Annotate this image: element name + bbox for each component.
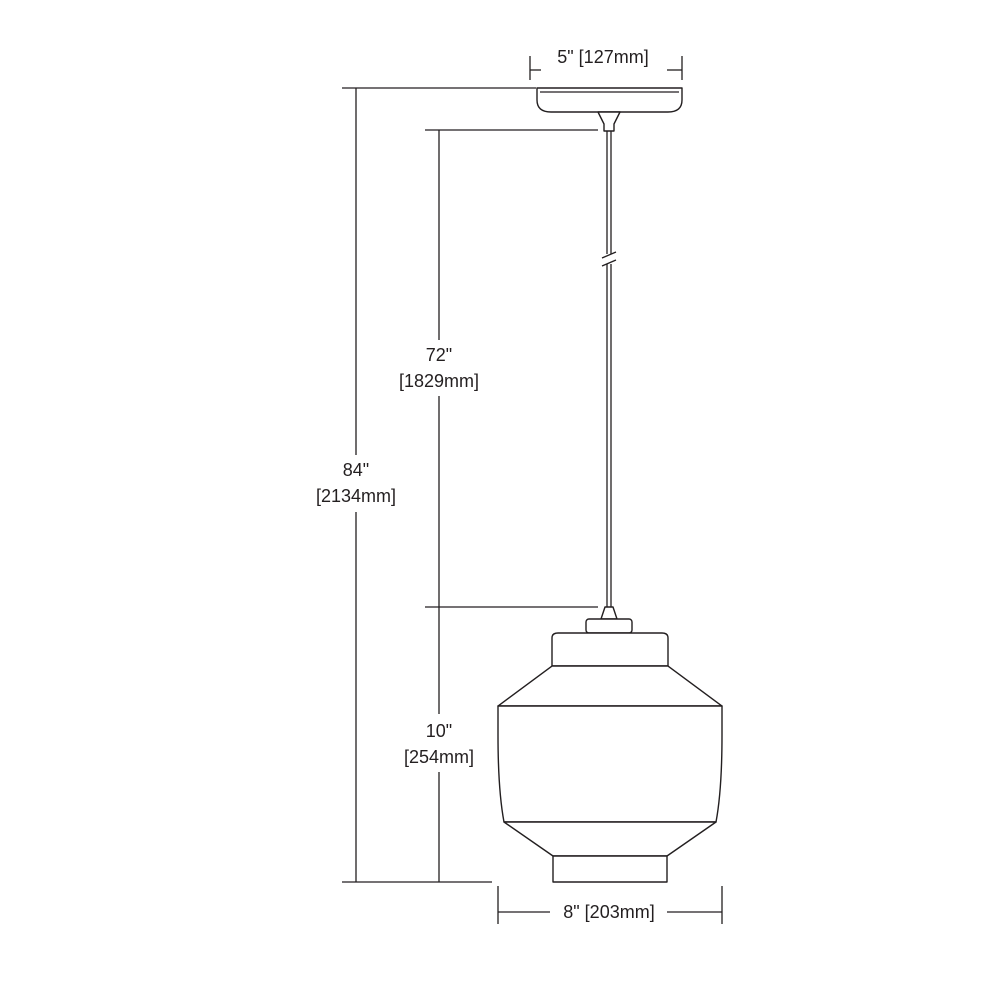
overall-height-dimension: 84" [2134mm] bbox=[316, 87, 536, 883]
shade-taper bbox=[503, 821, 717, 857]
overall-height-inches-label: 84" bbox=[343, 460, 369, 480]
cord-length-mm-label: [1829mm] bbox=[399, 371, 479, 391]
cord-length-dimension: 72" [1829mm] bbox=[399, 129, 598, 608]
shade-neck bbox=[551, 632, 669, 667]
shade-height-dimension: 10" [254mm] bbox=[404, 607, 474, 882]
pendant-fixture bbox=[497, 87, 723, 883]
shade-width-dimension: 8" [203mm] bbox=[497, 886, 723, 924]
overall-height-mm-label: [2134mm] bbox=[316, 486, 396, 506]
canopy-cord-grip bbox=[597, 111, 621, 132]
cord-break-mark-lower bbox=[601, 259, 617, 267]
shade-body bbox=[497, 705, 723, 823]
cord-break-mark-upper bbox=[601, 251, 617, 259]
canopy-width-label: 5" [127mm] bbox=[557, 47, 648, 67]
socket-cap bbox=[585, 618, 633, 634]
cord-break-gap bbox=[603, 254, 615, 264]
canopy bbox=[536, 87, 683, 113]
cord-length-inches-label: 72" bbox=[426, 345, 452, 365]
shade-cord-grip bbox=[600, 606, 618, 620]
shade-shoulder bbox=[497, 665, 723, 707]
shade-height-mm-label: [254mm] bbox=[404, 747, 474, 767]
canopy-width-dimension: 5" [127mm] bbox=[529, 47, 683, 80]
shade-height-inches-label: 10" bbox=[426, 721, 452, 741]
shade-width-label: 8" [203mm] bbox=[563, 902, 654, 922]
shade-bottom-ring bbox=[552, 855, 668, 883]
